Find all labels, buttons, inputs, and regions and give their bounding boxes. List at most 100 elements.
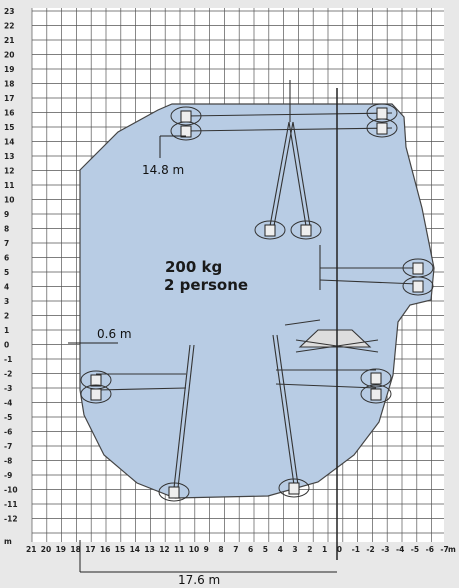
y-tick-label: 0 — [4, 341, 9, 350]
boom-line — [95, 387, 187, 391]
x-axis-unit: m — [448, 545, 456, 554]
x-tick-label: 20 — [41, 545, 51, 554]
y-tick-label: -11 — [4, 500, 18, 509]
y-tick-label: 2 — [4, 312, 9, 321]
boom-line — [284, 319, 321, 326]
x-tick-label: 14 — [130, 545, 140, 554]
boom-line — [177, 344, 195, 489]
y-tick-label: 9 — [4, 210, 9, 219]
y-tick-label: 12 — [4, 167, 14, 176]
y-tick-label: 15 — [4, 123, 14, 132]
y-tick-label: 14 — [4, 138, 14, 147]
x-tick-label: -6 — [426, 545, 434, 554]
x-tick-label: 3 — [292, 545, 297, 554]
x-tick-label: 12 — [159, 545, 169, 554]
y-tick-label: 22 — [4, 22, 14, 31]
x-tick-label: 17 — [85, 545, 95, 554]
y-tick-label: 4 — [4, 283, 9, 292]
boom-line — [269, 121, 290, 227]
basket-icon — [360, 384, 392, 404]
y-tick-label: 21 — [4, 36, 14, 45]
y-tick-label: -4 — [4, 399, 12, 408]
y-axis: 23222120191817161514131211109876543210-1… — [4, 7, 18, 524]
y-tick-label: -5 — [4, 413, 12, 422]
basket-icon — [170, 121, 202, 141]
y-tick-label: 16 — [4, 109, 14, 118]
y-tick-label: 20 — [4, 51, 14, 60]
x-tick-label: 15 — [115, 545, 125, 554]
platform-baskets — [80, 103, 434, 502]
x-tick-label: -2 — [366, 545, 374, 554]
x-tick-label: 16 — [100, 545, 110, 554]
basket-icon — [254, 220, 286, 240]
y-tick-label: 8 — [4, 225, 9, 234]
y-tick-label: 1 — [4, 326, 9, 335]
x-tick-label: -4 — [396, 545, 404, 554]
y-tick-label: 10 — [4, 196, 14, 205]
boom-line — [292, 121, 311, 227]
y-tick-label: 18 — [4, 80, 14, 89]
x-tick-label: 0 — [337, 545, 342, 554]
height-dimension — [159, 135, 186, 158]
max-outreach-label: 17.6 m — [178, 573, 220, 587]
y-tick-label: -3 — [4, 384, 12, 393]
y-tick-label: 6 — [4, 254, 9, 263]
y-tick-label: -7 — [4, 442, 12, 451]
x-tick-label: 11 — [174, 545, 184, 554]
x-tick-label: 4 — [278, 545, 283, 554]
y-tick-label: 13 — [4, 152, 14, 161]
x-tick-label: 8 — [218, 545, 223, 554]
x-tick-label: 2 — [307, 545, 312, 554]
y-tick-label: 19 — [4, 65, 14, 74]
boom-lift-positions — [95, 80, 419, 489]
basket-icon — [366, 118, 398, 138]
x-tick-label: 18 — [70, 545, 80, 554]
min-offset-label: 0.6 m — [97, 327, 132, 341]
boom-line — [276, 334, 299, 486]
x-tick-label: 21 — [26, 545, 36, 554]
capacity-load: 200 kg — [165, 258, 222, 276]
y-tick-label: 3 — [4, 297, 9, 306]
y-tick-label: -10 — [4, 486, 18, 495]
boom-line — [275, 383, 377, 389]
max-height-label: 14.8 m — [142, 163, 184, 177]
x-tick-label: 7 — [233, 545, 238, 554]
x-tick-label: -7 — [440, 545, 448, 554]
working-envelope — [79, 103, 435, 499]
y-tick-label: 11 — [4, 181, 14, 190]
boom-line — [272, 334, 295, 486]
x-tick-label: 19 — [56, 545, 66, 554]
x-tick-label: 1 — [322, 545, 327, 554]
boom-line — [173, 344, 191, 489]
boom-line — [288, 121, 307, 227]
y-tick-label: -6 — [4, 428, 12, 437]
y-tick-label: 5 — [4, 268, 9, 277]
basket-icon — [158, 482, 190, 502]
boom-line — [185, 112, 393, 117]
outreach-dimension — [79, 540, 337, 573]
basket-icon — [290, 220, 322, 240]
basket-icon — [278, 478, 310, 498]
y-tick-label: -9 — [4, 471, 12, 480]
boom-line — [185, 127, 393, 132]
y-tick-label: -2 — [4, 370, 12, 379]
x-tick-label: -5 — [411, 545, 419, 554]
x-tick-label: 9 — [204, 545, 209, 554]
capacity-persons: 2 persone — [164, 276, 248, 294]
y-tick-label: 7 — [4, 239, 9, 248]
x-tick-label: 5 — [263, 545, 268, 554]
basket-icon — [360, 368, 392, 388]
x-tick-label: -1 — [352, 545, 360, 554]
x-tick-label: 10 — [189, 545, 199, 554]
x-tick-label: 6 — [248, 545, 253, 554]
y-axis-unit: m — [4, 537, 12, 546]
y-tick-label: 23 — [4, 7, 14, 16]
y-tick-label: 17 — [4, 94, 14, 103]
basket-icon — [80, 384, 112, 404]
boom-line — [273, 121, 294, 227]
x-tick-label: 13 — [144, 545, 154, 554]
basket-icon — [402, 276, 434, 296]
